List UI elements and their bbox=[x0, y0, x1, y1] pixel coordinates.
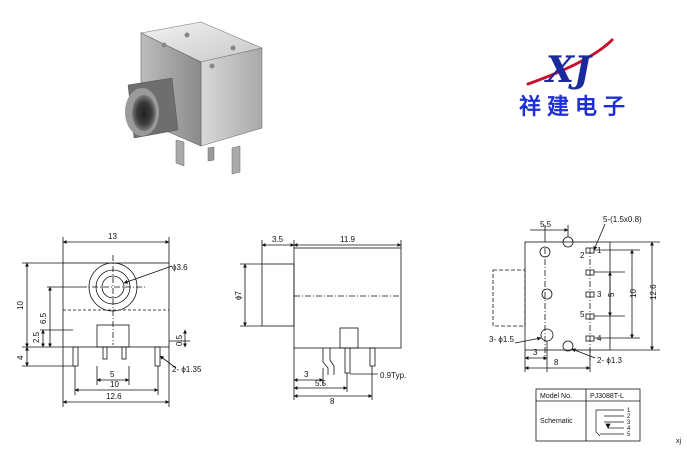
schematic-symbol bbox=[595, 409, 624, 437]
dim-pin-spacing-outer: 10 bbox=[110, 380, 119, 389]
dim-top-spacing: 5.5 bbox=[540, 220, 552, 229]
dim-width-bottom: 12.6 bbox=[106, 392, 122, 401]
bottom-view-labels: 5.5 5-(1.5x0.8) 5 10 12.6 3- ϕ1.5 2- ϕ1.… bbox=[489, 215, 658, 367]
schematic-pin: 4 bbox=[627, 426, 631, 432]
dim-body-length: 11.9 bbox=[340, 235, 356, 244]
rivet bbox=[230, 45, 236, 51]
dim-bottom-a: 3 bbox=[533, 348, 538, 357]
dim-pin-spacing-inner: 5 bbox=[110, 370, 115, 379]
slot bbox=[585, 269, 595, 276]
company-name: 祥建电子 bbox=[519, 94, 631, 119]
model-table: Model No. PJ3088T-L Schematic 1 2 3 4 5 bbox=[535, 388, 641, 442]
side-face bbox=[200, 47, 263, 147]
brand-logo: XJ 祥建电子 bbox=[519, 38, 631, 119]
side-body-outline bbox=[293, 247, 402, 349]
rivet bbox=[184, 32, 190, 38]
schematic-pin: 5 bbox=[627, 432, 631, 438]
pin bbox=[207, 146, 215, 162]
front-pin bbox=[154, 346, 161, 367]
pin-label: 5 bbox=[580, 310, 585, 319]
schematic-pin: 1 bbox=[627, 408, 631, 414]
dim-pin-length: 4 bbox=[16, 355, 25, 360]
pin bbox=[175, 139, 185, 167]
jack-hole bbox=[132, 95, 156, 131]
dim-width-top: 13 bbox=[108, 232, 117, 241]
model-value: PJ3088T-L bbox=[590, 393, 624, 400]
dim-pin-thickness: 0.9Typ. bbox=[380, 371, 406, 380]
schematic-pin: 2 bbox=[627, 414, 631, 420]
logo-letters: XJ bbox=[544, 49, 593, 91]
dim-hole-dia: ϕ3.6 bbox=[172, 263, 188, 272]
dim-bottom-b: 8 bbox=[554, 358, 559, 367]
dim-height-total: 10 bbox=[16, 301, 25, 310]
front-view bbox=[22, 237, 190, 407]
dim-pin-height: 2.5 bbox=[32, 331, 41, 343]
dim-center-height: 6.5 bbox=[39, 312, 48, 324]
dim-front-depth: 3.5 bbox=[272, 235, 284, 244]
slot bbox=[585, 313, 595, 320]
logo-swoosh bbox=[526, 38, 614, 86]
mount-hole bbox=[562, 340, 574, 352]
front-view-labels: 13 ϕ3.6 10 6.5 2.5 4 0.5 2- ϕ1.35 5 10 1… bbox=[16, 232, 202, 401]
dim-pin-offset: 0.5 bbox=[175, 334, 184, 346]
dim-inner-spacing: 5 bbox=[607, 292, 616, 297]
slot bbox=[585, 291, 595, 298]
pin-label: 4 bbox=[597, 334, 602, 343]
pin-label: 3 bbox=[597, 290, 602, 299]
bottom-view bbox=[492, 223, 660, 372]
slot bbox=[585, 247, 595, 254]
corner-mark: xj bbox=[676, 438, 682, 445]
dim-pin-hole: 2- ϕ1.35 bbox=[172, 365, 202, 374]
rivet bbox=[209, 63, 215, 69]
mount-hole bbox=[540, 328, 554, 342]
front-mid-ring bbox=[95, 269, 131, 305]
mount-hole bbox=[539, 246, 551, 258]
front-pin bbox=[72, 346, 79, 367]
dim-slots: 5-(1.5x0.8) bbox=[603, 215, 642, 224]
side-view-labels: 3.5 11.9 ϕ7 3 5.5 8 0.9Typ. bbox=[234, 235, 406, 406]
pin-label: 2 bbox=[580, 251, 585, 260]
side-front-barrel bbox=[261, 263, 295, 327]
dim-holes-left: 3- ϕ1.5 bbox=[489, 335, 514, 344]
mount-hole bbox=[541, 288, 553, 300]
jack-3d-render bbox=[125, 21, 263, 175]
dim-holes-right: 2- ϕ1.3 bbox=[597, 356, 622, 365]
dim-pin-pos: 3 bbox=[304, 370, 309, 379]
dim-pin-pos2: 5.5 bbox=[315, 379, 327, 388]
dim-front-dia: ϕ7 bbox=[234, 291, 243, 300]
model-label: Model No. bbox=[540, 393, 572, 400]
slot bbox=[585, 335, 595, 342]
dim-pin-total: 8 bbox=[330, 397, 335, 406]
pin-label: 1 bbox=[597, 246, 602, 255]
rivet bbox=[161, 42, 167, 48]
front-body-outline bbox=[62, 262, 170, 348]
dim-outer-spacing: 12.6 bbox=[649, 284, 658, 300]
schematic-label: Schematic bbox=[540, 418, 573, 425]
pin bbox=[231, 145, 241, 175]
side-view bbox=[240, 240, 402, 400]
front-hole bbox=[101, 275, 125, 299]
dim-mid-spacing: 10 bbox=[629, 289, 638, 298]
schematic-pin: 3 bbox=[627, 420, 631, 426]
